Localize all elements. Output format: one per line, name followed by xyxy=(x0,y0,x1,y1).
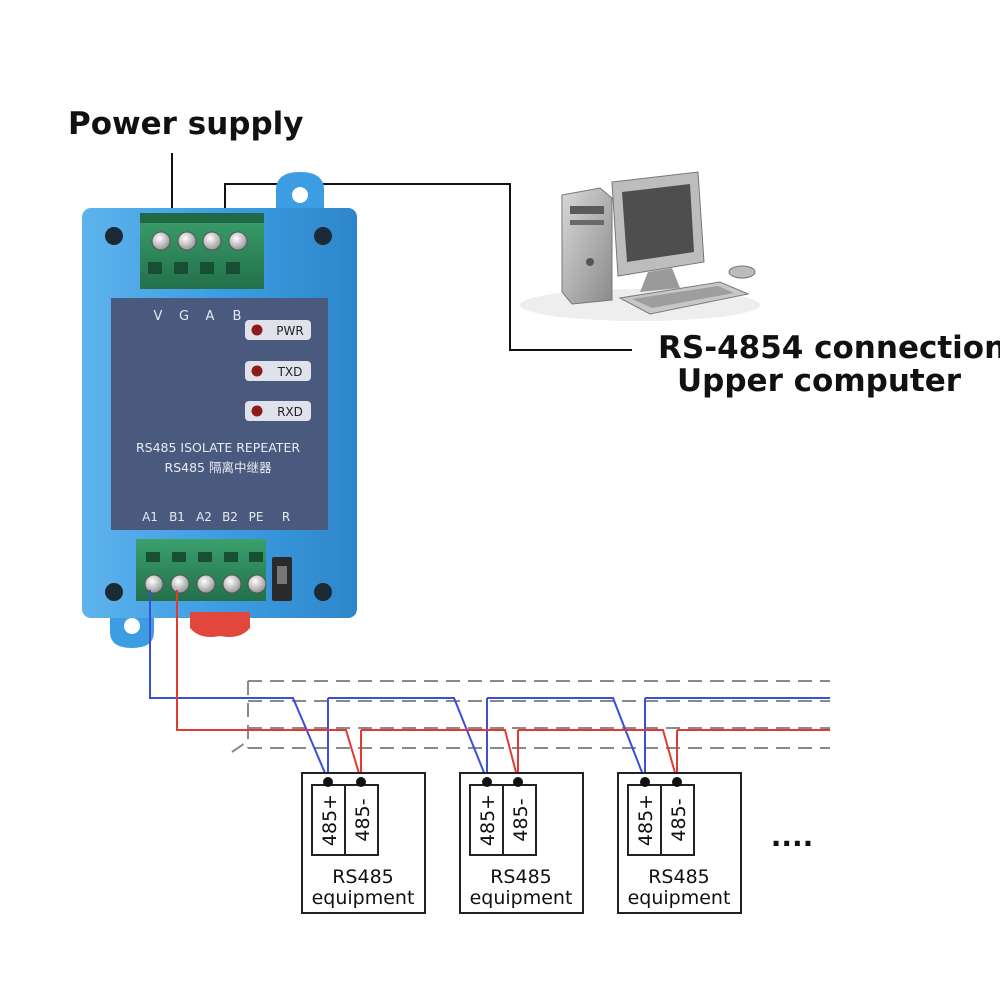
device-title-en: RS485 ISOLATE REPEATER xyxy=(136,440,300,455)
led-pwr-label: PWR xyxy=(276,324,303,338)
led-rxd: RXD xyxy=(245,401,311,421)
led-rxd-label: RXD xyxy=(277,405,303,419)
desktop-computer-icon xyxy=(520,171,760,321)
terminal-label-b: B xyxy=(233,309,242,324)
din-rail-clip xyxy=(190,612,250,637)
terminal-label-a2: A2 xyxy=(196,510,212,524)
terminal-label-pe: PE xyxy=(249,510,264,524)
terminal-label-a1: A1 xyxy=(142,510,158,524)
rs485-equipment-3: 485+ 485- RS485 equipment xyxy=(617,772,742,914)
rs485-connection-label: RS-4854 connection xyxy=(658,330,1000,366)
device-title-cn: RS485 隔离中继器 xyxy=(165,460,272,475)
led-txd: TXD xyxy=(245,361,311,381)
equipment-3-pos-label: 485+ xyxy=(635,794,657,846)
bus-dashed-lines xyxy=(231,680,830,753)
equipment-1-name-2: equipment xyxy=(312,887,415,909)
wire-a-blue xyxy=(149,590,830,781)
terminal-label-b1: B1 xyxy=(169,510,185,524)
equipment-1-name-1: RS485 xyxy=(332,866,394,888)
terminal-label-v: V xyxy=(154,309,163,324)
more-equipment-ellipsis: .... xyxy=(771,820,814,853)
equipment-3-name-1: RS485 xyxy=(648,866,710,888)
upper-computer-label: Upper computer xyxy=(677,363,962,399)
equipment-2-pos-label: 485+ xyxy=(477,794,499,846)
wire-b-red xyxy=(176,590,830,781)
equipment-1-pos-label: 485+ xyxy=(319,794,341,846)
terminal-label-r: R xyxy=(282,510,290,524)
equipment-1-neg-label: 485- xyxy=(352,798,374,841)
terminal-label-b2: B2 xyxy=(222,510,238,524)
rs485-equipment-2: 485+ 485- RS485 equipment xyxy=(459,772,584,914)
equipment-2-name-2: equipment xyxy=(470,887,573,909)
bottom-terminal-screws xyxy=(144,574,267,594)
top-terminal-screws xyxy=(151,231,248,251)
rs485-repeater-device: V G A B PWR TXD RXD RS485 ISOLATE REPEAT… xyxy=(82,172,357,648)
terminal-label-g: G xyxy=(179,309,189,324)
led-txd-label: TXD xyxy=(277,365,303,379)
equipment-3-name-2: equipment xyxy=(628,887,731,909)
rs485-equipment-1: 485+ 485- RS485 equipment xyxy=(301,772,426,914)
equipment-2-name-1: RS485 xyxy=(490,866,552,888)
power-supply-label: Power supply xyxy=(68,106,304,142)
equipment-2-neg-label: 485- xyxy=(510,798,532,841)
led-pwr: PWR xyxy=(245,320,311,340)
terminal-label-a: A xyxy=(206,309,215,324)
equipment-3-neg-label: 485- xyxy=(668,798,690,841)
